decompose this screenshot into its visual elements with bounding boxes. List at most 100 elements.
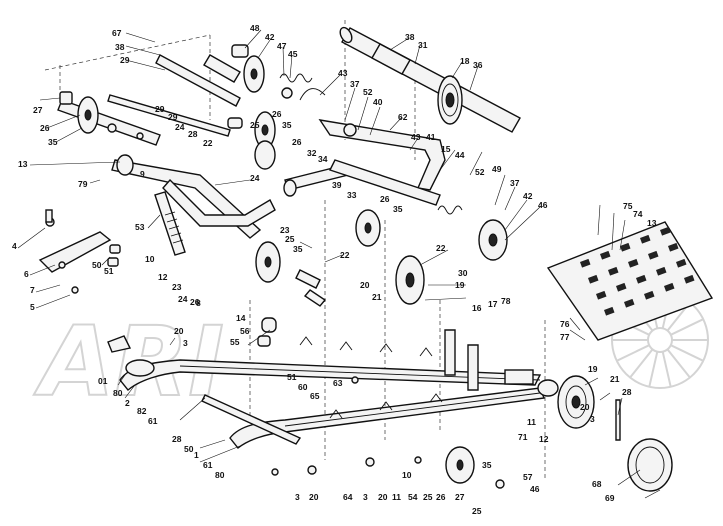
callout-label: 46	[530, 484, 540, 494]
plate-slot	[636, 274, 647, 284]
plate-slot	[596, 290, 607, 300]
plate-slot	[628, 258, 639, 268]
callout-label: 22	[203, 138, 213, 148]
callout-label: 61	[203, 460, 213, 470]
plate-slot	[664, 282, 675, 292]
callout-label: 3	[183, 338, 188, 348]
callout-label: 31	[418, 40, 428, 50]
callout-label: 9	[140, 169, 145, 179]
callout-label: 26	[272, 109, 282, 119]
shock-absorber	[154, 191, 186, 256]
callout-label: 17	[488, 299, 498, 309]
callout-label: 14	[236, 313, 246, 323]
rail-end-block	[504, 369, 534, 385]
callout-label: 11	[527, 417, 536, 427]
watermark-spoke	[670, 344, 704, 362]
plate-slot	[676, 258, 687, 268]
callout-label: 75	[623, 201, 633, 211]
callout-label: 35	[293, 244, 303, 254]
callout-label: 34	[318, 154, 328, 164]
plate-slot	[616, 282, 627, 292]
leader-lines	[17, 29, 661, 499]
callout-label: 32	[307, 148, 317, 158]
callout-label: 15	[441, 144, 451, 154]
callout-label: 30	[458, 268, 468, 278]
callout-label: 26	[380, 194, 390, 204]
watermark-spoke	[648, 351, 659, 388]
callout-label: 10	[402, 470, 412, 480]
callout-label: 12	[539, 434, 549, 444]
callout-label: 79	[78, 179, 88, 189]
callout-label: 3	[363, 492, 368, 502]
callout-label: 25	[250, 120, 260, 130]
upper-shaft-assembly	[155, 26, 521, 133]
callout-labels: 67 38 29 48 42 47 45 38 31 18 36 27 26 3…	[12, 23, 657, 516]
callout-label: 20	[378, 492, 388, 502]
callout-label: 44	[455, 150, 465, 160]
callout-label: 25	[423, 492, 433, 502]
callout-label: 10	[145, 254, 155, 264]
callout-label: 46	[538, 200, 548, 210]
callout-label: 5	[30, 302, 35, 312]
callout-label: 61	[148, 416, 158, 426]
callout-label: 18	[460, 56, 470, 66]
callout-label: 63	[333, 378, 343, 388]
callout-label: 25	[285, 234, 295, 244]
callout-label: 13	[18, 159, 28, 169]
callout-label: 35	[393, 204, 403, 214]
callout-label: 60	[298, 382, 308, 392]
callout-label: 74	[633, 209, 643, 219]
callout-label: 53	[135, 222, 145, 232]
callout-label: 37	[350, 79, 360, 89]
rear-idler-group	[537, 375, 673, 492]
callout-label: 22	[436, 243, 446, 253]
callout-label: 2	[125, 398, 130, 408]
callout-label: 27	[455, 492, 465, 502]
callout-label: 51	[287, 372, 297, 382]
spacer-ring-68	[627, 438, 673, 492]
callout-label: 26	[190, 297, 200, 307]
plate-slot	[588, 274, 599, 284]
plate-slot	[656, 266, 667, 276]
callout-label: 80	[215, 470, 225, 480]
callout-label: 29	[120, 55, 130, 65]
plate-slot	[620, 242, 631, 252]
slide-rails	[107, 329, 545, 449]
callout-label: 50	[184, 444, 194, 454]
cross-tube	[155, 54, 241, 107]
callout-label: 39	[332, 180, 342, 190]
callout-label: 42	[265, 32, 275, 42]
callout-label: 33	[347, 190, 357, 200]
callout-label: 23	[280, 225, 290, 235]
callout-label: 28	[622, 387, 632, 397]
callout-label: 57	[523, 472, 533, 482]
callout-label: 78	[501, 296, 511, 306]
plate-slot	[604, 306, 615, 316]
callout-label: 26	[436, 492, 446, 502]
plate-slot	[660, 226, 671, 236]
bottom-hardware	[271, 376, 505, 489]
callout-label: 38	[115, 42, 125, 52]
callout-label: 77	[560, 332, 570, 342]
callout-label: 68	[592, 479, 602, 489]
callout-label: 43	[411, 132, 421, 142]
spacer-27	[59, 91, 73, 105]
callout-label: 50	[92, 260, 102, 270]
watermark-spoke	[661, 351, 672, 388]
rear-torsion-spring	[437, 205, 463, 215]
callout-label: 01	[98, 376, 108, 386]
plate-slot	[580, 258, 591, 268]
callout-label: 35	[48, 137, 58, 147]
watermark-spoke	[666, 348, 691, 379]
callout-label: 62	[398, 112, 408, 122]
callout-label: 56	[240, 326, 250, 336]
watermark-spoke	[616, 344, 650, 362]
callout-label: 76	[560, 319, 570, 329]
callout-label: 43	[338, 68, 348, 78]
callout-label: 48	[250, 23, 260, 33]
callout-label: 13	[647, 218, 657, 228]
callout-label: 69	[605, 493, 615, 503]
callout-label: 36	[473, 60, 483, 70]
plate-slot	[639, 234, 651, 244]
plate-slot	[647, 250, 659, 260]
